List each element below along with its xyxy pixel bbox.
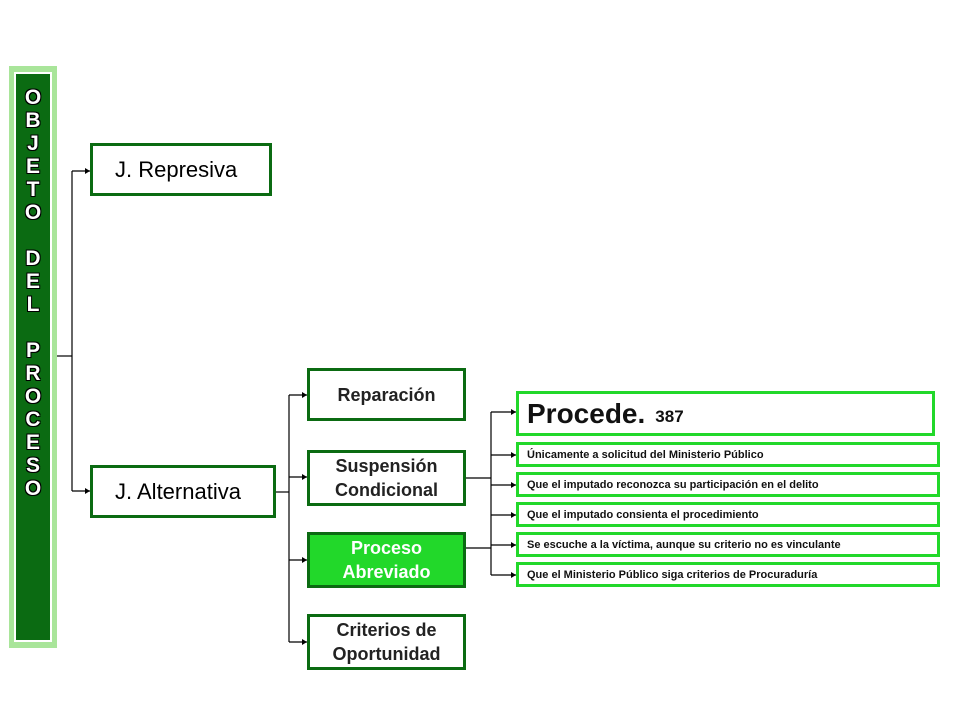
banner-title: O B J E T O D E L P R O C E S O (14, 86, 52, 606)
banner-letter: B (25, 109, 41, 132)
requirement-item: Que el imputado consienta el procedimien… (516, 502, 940, 527)
banner-letter: E (25, 155, 40, 178)
banner-letter: R (25, 362, 41, 385)
node-justicia-represiva: J. Represiva (90, 143, 272, 196)
banner-letter: E (25, 431, 40, 454)
node-proceso-abreviado: Proceso Abreviado (307, 532, 466, 588)
procede-title: Procede. (527, 397, 646, 429)
requirement-item: Únicamente a solicitud del Ministerio Pú… (516, 442, 940, 467)
banner-letter: O (24, 86, 42, 109)
banner-letter: D (25, 247, 41, 270)
banner-letter: L (26, 293, 40, 316)
banner-panel (14, 72, 52, 642)
node-reparacion: Reparación (307, 368, 466, 421)
requirement-item: Se escuche a la víctima, aunque su crite… (516, 532, 940, 557)
banner-letter: P (25, 339, 40, 362)
node-justicia-alternativa: J. Alternativa (90, 465, 276, 518)
banner-letter: E (25, 270, 40, 293)
banner-word-del: D E L (25, 247, 40, 316)
node-criterios-oportunidad: Criterios de Oportunidad (307, 614, 466, 670)
banner-word-proceso: P R O C E S O (25, 339, 41, 500)
banner-letter: J (27, 132, 39, 155)
requirement-item: Que el Ministerio Público siga criterios… (516, 562, 940, 587)
requirement-item: Que el imputado reconozca su participaci… (516, 472, 940, 497)
procede-article: 387 (655, 406, 684, 426)
banner-letter: O (24, 477, 42, 500)
banner-letter: C (25, 408, 41, 431)
banner-letter: O (24, 385, 42, 408)
banner-letter: T (26, 178, 40, 201)
banner-word-objeto: O B J E T O (25, 86, 41, 224)
node-suspension-condicional: Suspensión Condicional (307, 450, 466, 506)
banner-letter: O (24, 201, 42, 224)
banner-letter: S (25, 454, 40, 477)
procede-box: Procede. 387 (516, 391, 935, 436)
